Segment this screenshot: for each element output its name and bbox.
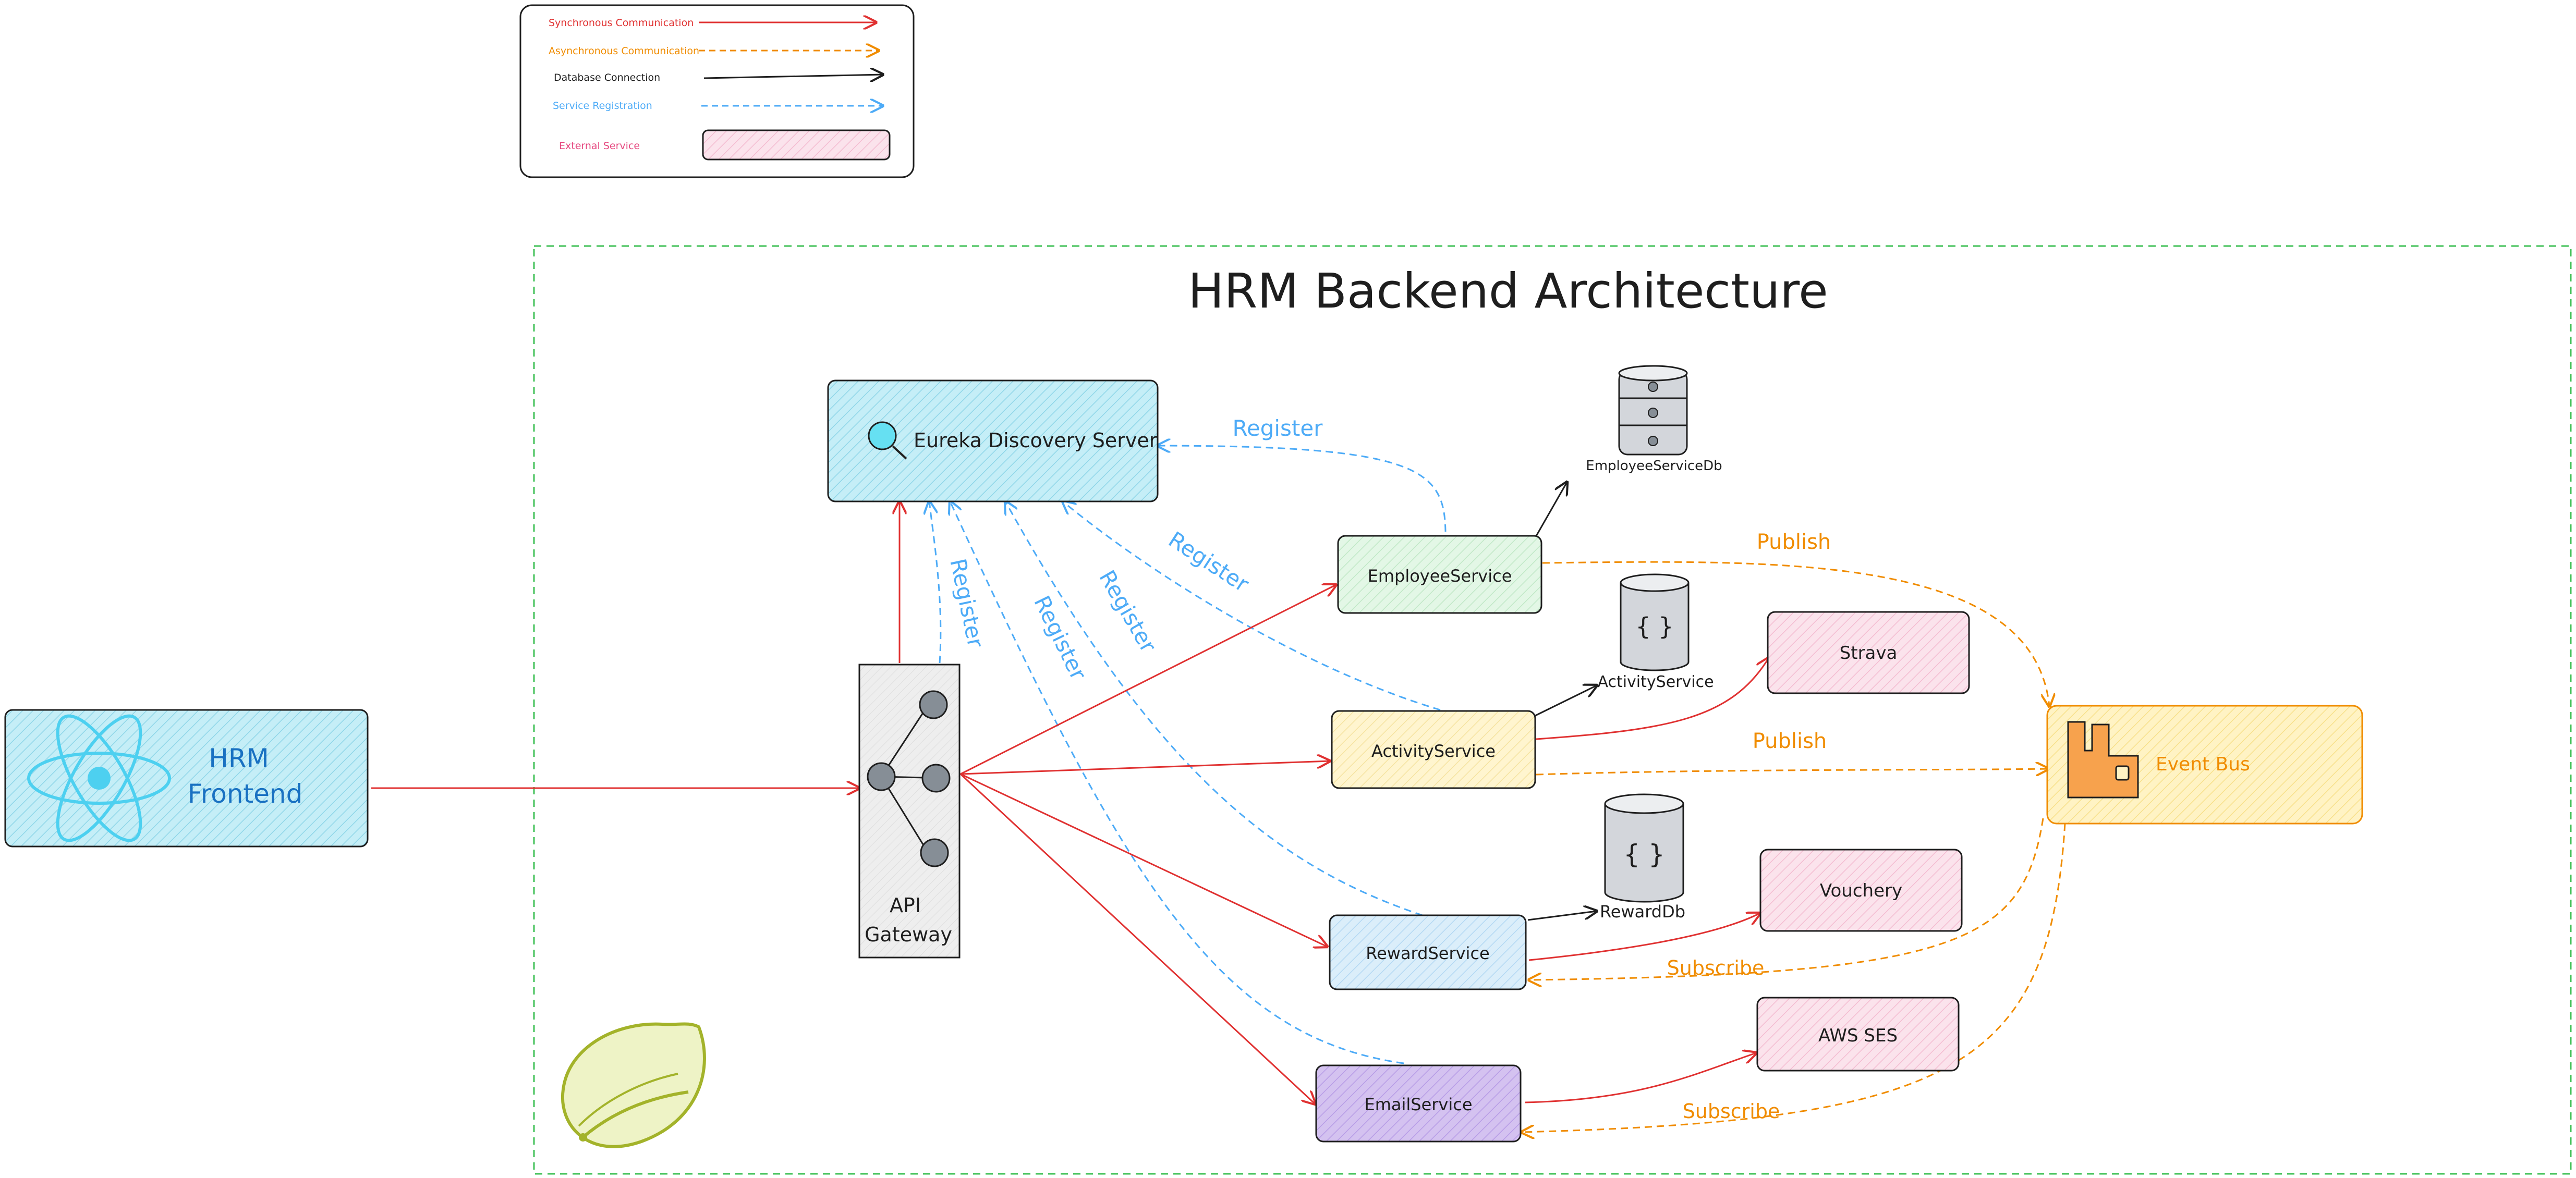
eureka-box[interactable]: [827, 379, 1159, 502]
vouchery-label: Vouchery: [1820, 880, 1902, 901]
email-service-box[interactable]: [1315, 1064, 1522, 1143]
activity-service-box[interactable]: [1331, 710, 1536, 789]
edge-employee-db: [1535, 482, 1567, 537]
diagram-title: HRM Backend Architecture: [1188, 263, 1828, 319]
spring-logo-icon: [561, 1022, 706, 1148]
label-register-employee: Register: [1233, 415, 1323, 441]
edge-reward-vouchery: [1528, 913, 1760, 961]
api-gateway[interactable]: API Gateway: [858, 664, 961, 959]
email-service[interactable]: EmailService: [1315, 1064, 1522, 1143]
edge-activity-db: [1534, 685, 1597, 717]
legend-db-label: Database Connection: [554, 72, 660, 83]
legend-sync-label: Synchronous Communication: [549, 17, 694, 29]
strava-external-service[interactable]: Strava: [1767, 611, 1970, 694]
edge-register-employee: [1158, 446, 1447, 532]
edge-reward-db: [1527, 911, 1597, 921]
sync-edges: [371, 501, 1769, 1104]
legend-db-arrow: [703, 75, 883, 78]
legend-external-swatch: [702, 129, 891, 161]
svg-text:{ }: { }: [1635, 612, 1673, 641]
backend-frame: [533, 245, 2572, 1175]
strava-label: Strava: [1840, 643, 1898, 664]
strava-box[interactable]: [1767, 611, 1970, 694]
employee-db-label: EmployeeServiceDb: [1586, 458, 1722, 474]
edge-gateway-employee: [960, 585, 1336, 775]
reward-db-label: RewardDb: [1600, 902, 1685, 922]
gateway-label-line2: Gateway: [865, 923, 952, 946]
employee-service-box[interactable]: [1337, 535, 1542, 614]
edge-subscribe-reward: [1529, 818, 2044, 980]
vouchery-box[interactable]: [1759, 849, 1963, 932]
employee-service-label: EmployeeService: [1368, 566, 1512, 586]
edge-register-email: [950, 501, 1404, 1064]
gateway-label-line1: API: [890, 894, 921, 917]
db-edges: [1527, 482, 1597, 921]
edge-gateway-email: [959, 773, 1315, 1104]
router-icon: [867, 690, 951, 867]
frontend-box[interactable]: [4, 709, 369, 848]
aws-ses-label: AWS SES: [1818, 1025, 1898, 1046]
legend: Synchronous Communication Asynchronous C…: [519, 4, 915, 178]
legend-async-label: Asynchronous Communication: [549, 45, 699, 57]
employee-service[interactable]: EmployeeService: [1337, 535, 1542, 614]
aws-ses-external-service[interactable]: AWS SES: [1756, 997, 1960, 1072]
label-publish-employee: Publish: [1757, 530, 1831, 554]
reward-service[interactable]: RewardService: [1329, 914, 1527, 990]
legend-external-label: External Service: [559, 140, 640, 152]
label-subscribe-email: Subscribe: [1683, 1100, 1780, 1123]
edge-activity-strava: [1536, 658, 1769, 740]
document-db-icon: { }: [1620, 573, 1690, 671]
registration-edges: [929, 446, 1447, 1064]
event-bus-label: Event Bus: [2156, 754, 2250, 775]
edge-publish-employee: [1542, 561, 2049, 706]
employee-db: EmployeeServiceDb: [1586, 365, 1722, 474]
eureka-label: Eureka Discovery Server: [914, 429, 1158, 452]
reward-service-box[interactable]: [1329, 914, 1527, 990]
eureka-discovery-server[interactable]: Eureka Discovery Server: [827, 379, 1159, 502]
email-service-label: EmailService: [1364, 1095, 1472, 1114]
document-db-icon: { }: [1604, 793, 1684, 903]
label-subscribe-reward: Subscribe: [1667, 956, 1765, 979]
edge-gateway-activity: [960, 761, 1330, 775]
legend-registration-label: Service Registration: [553, 100, 652, 112]
edge-register-gateway: [929, 501, 942, 664]
edge-gateway-reward: [960, 773, 1327, 947]
label-register-reward: Register: [1094, 566, 1161, 657]
react-logo-icon: [27, 714, 171, 842]
search-icon: [868, 421, 907, 460]
rabbitmq-icon: [2067, 721, 2139, 799]
activity-db-label: ActivityService: [1597, 673, 1714, 691]
database-server-icon: [1618, 365, 1688, 456]
activity-db: { } ActivityService: [1597, 573, 1714, 691]
edge-publish-activity: [1536, 769, 2048, 775]
label-register-activity: Register: [1164, 526, 1254, 597]
edge-email-awsses: [1525, 1053, 1756, 1103]
vouchery-external-service[interactable]: Vouchery: [1759, 849, 1963, 932]
hrm-frontend[interactable]: HRM Frontend: [4, 705, 369, 852]
activity-service[interactable]: ActivityService: [1331, 710, 1536, 789]
reward-service-label: RewardService: [1366, 943, 1489, 963]
event-bus[interactable]: Event Bus: [2046, 705, 2363, 825]
edge-register-reward: [1005, 501, 1423, 916]
activity-service-label: ActivityService: [1371, 741, 1496, 761]
reward-db: { } RewardDb: [1600, 793, 1685, 922]
svg-text:{ }: { }: [1623, 839, 1665, 869]
aws-ses-box[interactable]: [1756, 997, 1960, 1072]
edge-register-activity: [1063, 501, 1441, 711]
frontend-label-line1: HRM: [209, 743, 269, 774]
label-publish-activity: Publish: [1753, 729, 1827, 753]
label-register-email: Register: [1029, 592, 1091, 684]
frontend-label-line2: Frontend: [188, 779, 303, 809]
